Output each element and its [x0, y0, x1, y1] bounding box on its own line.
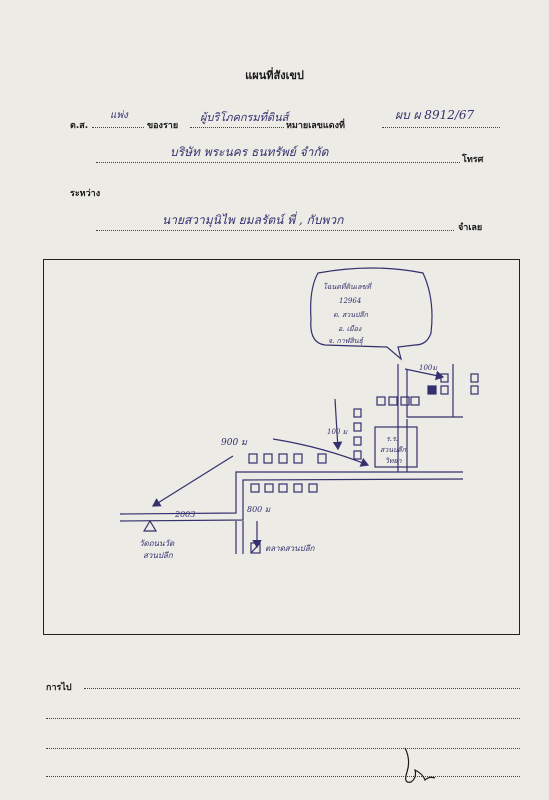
case-no-value: ผบ ผ 8912/67: [395, 108, 475, 122]
case-type-value: ผู้บริโภคกรมที่ดินส์: [200, 111, 289, 124]
arrow-east: [404, 368, 445, 381]
travel-line-2: [46, 718, 520, 719]
market-label: ตลาดสวนปลีก: [265, 544, 316, 553]
map-frame: [43, 259, 520, 635]
travel-line-3: [46, 748, 520, 749]
house: [264, 483, 274, 493]
school-label: ร.ร.: [386, 435, 398, 443]
house: [293, 483, 303, 493]
bubble-line: ต. สวนปลีก: [333, 311, 369, 319]
signature-mark: [404, 747, 436, 783]
house: [308, 483, 318, 493]
court-line: [92, 127, 144, 128]
travel-line-1: [84, 688, 520, 689]
distance-100-a: 100 ม: [327, 428, 348, 436]
phone-label: โทรศ: [462, 155, 484, 165]
plaintiff-value: บริษัท พระนคร ธนทรัพย์ จำกัด: [170, 145, 329, 159]
location-bubble: [310, 267, 433, 361]
house: [470, 385, 479, 395]
travel-label: การไป: [46, 683, 72, 693]
house: [293, 453, 303, 464]
target-lot: [427, 385, 437, 395]
school-label: วิทยา: [385, 457, 403, 465]
house: [353, 408, 362, 418]
defendant-value: นายสวามุนิไพ ยมลรัตน์ พี่ , กับพวก: [162, 213, 344, 227]
plaintiff-line: [96, 162, 460, 163]
distance-900: 900 ม: [221, 438, 248, 448]
road-label: ของราย: [147, 121, 179, 131]
school-label: สวนปลีก: [380, 446, 407, 454]
house: [353, 436, 362, 446]
distance-100-b: 100ม: [419, 364, 437, 372]
distance-800: 800 ม: [247, 505, 271, 514]
house: [278, 453, 288, 464]
house: [440, 373, 449, 383]
court-value: แพ่ง: [110, 110, 128, 121]
deed-no-label: หมายเลขแดงที่: [286, 121, 345, 131]
main-road-bottom-edge: [119, 478, 464, 522]
house: [248, 453, 258, 464]
house: [250, 483, 260, 493]
road-number: 2003: [174, 510, 195, 519]
main-road-top-edge: [119, 471, 463, 515]
bubble-line: จ. กาฬสินธุ์: [328, 336, 365, 345]
defendant-line: [96, 230, 454, 231]
house: [263, 453, 273, 464]
case-no-line: [382, 127, 500, 128]
house: [317, 453, 327, 464]
page-title: แผนที่สังเขป: [245, 69, 304, 82]
arrow-north: [332, 398, 343, 451]
house: [400, 396, 410, 406]
between-label: ระหว่าง: [70, 189, 101, 199]
travel-line-4: [46, 776, 520, 777]
house: [376, 396, 386, 406]
house: [353, 422, 362, 432]
house: [388, 396, 398, 406]
bubble-line: 12964: [339, 297, 361, 305]
arrow-to-temple: [151, 455, 234, 507]
house: [470, 373, 479, 383]
market-box: [250, 542, 261, 554]
case-type-line: [190, 127, 284, 128]
defendant-label: จำเลย: [458, 223, 483, 233]
bubble-line: อ. เมือง: [338, 325, 362, 333]
house: [440, 385, 449, 395]
bubble-line: โฉนดที่ดินเลขที่: [323, 281, 373, 291]
temple-triangle: [142, 519, 158, 532]
house: [278, 483, 288, 493]
sketch-map: โฉนดที่ดินเลขที่ 12964 ต. สวนปลีก อ. เมื…: [119, 267, 479, 560]
temple-label: สวนปลีก: [143, 551, 174, 560]
temple-label: วัดถนนวัด: [139, 539, 175, 548]
school-building: [374, 426, 418, 468]
house: [410, 396, 420, 406]
house: [353, 450, 362, 460]
arrow-900: [272, 438, 370, 467]
location-label: ต.ส.: [70, 121, 89, 131]
north-road-right-edge: [406, 369, 463, 418]
